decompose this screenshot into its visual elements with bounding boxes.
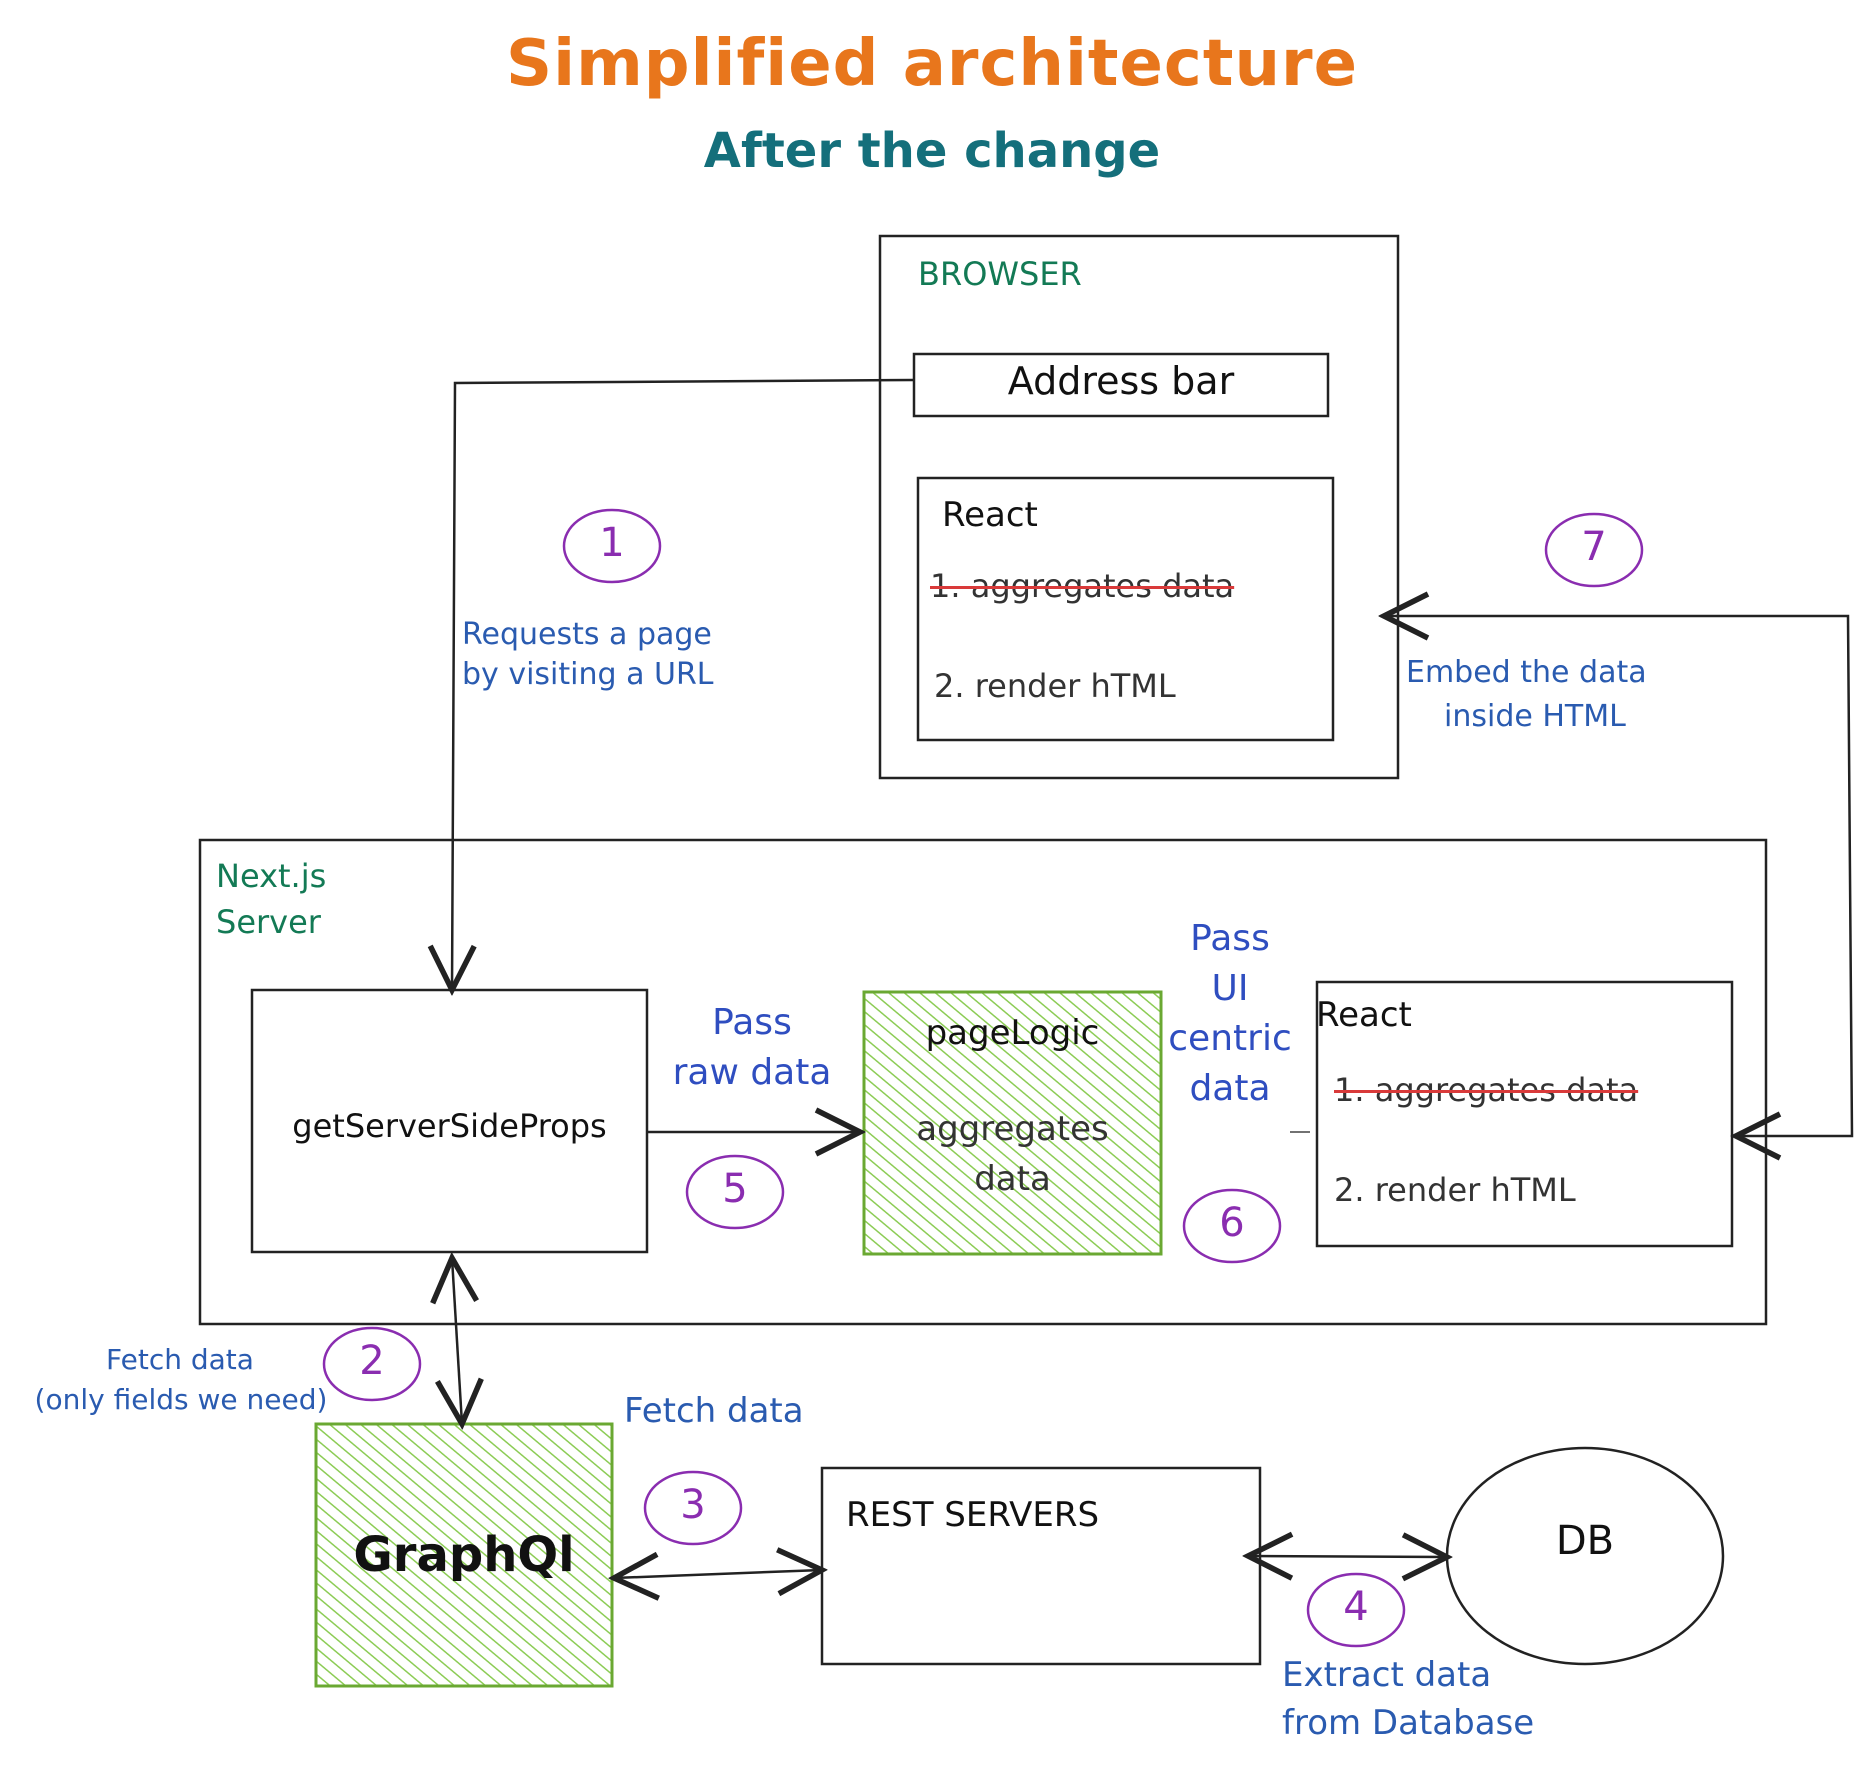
annotation-extract-line1: Extract data xyxy=(1282,1655,1492,1695)
annotation-embed-line2: inside HTML xyxy=(1444,699,1626,734)
annotation-fetch-gql-line1: Fetch data xyxy=(106,1343,254,1376)
arrow-graphql-rest xyxy=(614,1570,822,1578)
server-react-label: React xyxy=(1316,995,1412,1035)
db-label: DB xyxy=(1555,1518,1615,1564)
step-5-number: 5 xyxy=(722,1166,748,1212)
step-2-number: 2 xyxy=(359,1338,385,1384)
annotation-extract-line2: from Database xyxy=(1282,1703,1535,1743)
annotation-requests-line2: by visiting a URL xyxy=(462,657,714,692)
server-label-line2: Server xyxy=(216,903,321,941)
get-server-side-props-label: getServerSideProps xyxy=(292,1107,607,1145)
step-7-number: 7 xyxy=(1581,524,1607,570)
browser-label: BROWSER xyxy=(918,255,1082,293)
browser-react-label: React xyxy=(942,495,1038,535)
graphql-label: GraphQl xyxy=(353,1527,575,1583)
arrow-rest-db xyxy=(1248,1556,1447,1557)
arrow-request-url xyxy=(452,378,915,990)
annotation-pass-ui-line1: Pass xyxy=(1190,918,1270,959)
step-3-circle xyxy=(643,1470,743,1546)
annotation-pass-ui-line2: UI xyxy=(1211,968,1249,1009)
page-logic-box xyxy=(862,990,1163,1256)
page-logic-line2: data xyxy=(974,1159,1051,1199)
step-1-circle xyxy=(562,508,662,584)
annotation-requests-line1: Requests a page xyxy=(462,617,712,652)
step-6-circle xyxy=(1182,1188,1282,1264)
annotation-pass-ui-line3: centric xyxy=(1168,1018,1292,1059)
step-4-number: 4 xyxy=(1343,1584,1369,1630)
annotation-pass-raw-line2: raw data xyxy=(672,1052,832,1093)
step-5-circle xyxy=(685,1154,785,1230)
annotation-embed-line1: Embed the data xyxy=(1406,655,1647,690)
annotation-fetch-gql-line2: (only fields we need) xyxy=(34,1383,328,1416)
annotation-pass-raw-line1: Pass xyxy=(712,1002,792,1043)
step-1-number: 1 xyxy=(599,520,625,566)
step-7-circle xyxy=(1544,512,1644,588)
browser-react-item-2: 2. render hTML xyxy=(934,667,1176,705)
annotation-fetch-rest: Fetch data xyxy=(624,1391,804,1431)
server-label-line1: Next.js xyxy=(216,857,327,895)
server-react-item-1: 1. aggregates data xyxy=(1334,1071,1639,1109)
page-title: Simplified architecture xyxy=(506,27,1358,101)
step-4-circle xyxy=(1306,1572,1406,1648)
page-subtitle: After the change xyxy=(703,123,1161,179)
annotation-pass-ui-line4: data xyxy=(1189,1068,1271,1109)
rest-servers-label: REST SERVERS xyxy=(846,1495,1100,1535)
browser-react-item-1: 1. aggregates data xyxy=(930,567,1235,605)
page-logic-title: pageLogic xyxy=(925,1013,1100,1053)
arrow-gssp-graphql xyxy=(452,1258,462,1424)
graphql-box xyxy=(314,1422,614,1688)
arrow-embed-html xyxy=(1384,616,1854,1136)
page-logic-line1: aggregates xyxy=(916,1109,1109,1149)
browser-react-box xyxy=(916,476,1335,742)
address-bar-box xyxy=(912,352,1330,418)
step-3-number: 3 xyxy=(680,1482,706,1528)
browser-container xyxy=(878,234,1400,780)
address-bar-label: Address bar xyxy=(1007,359,1235,403)
step-2-circle xyxy=(322,1326,422,1402)
step-6-number: 6 xyxy=(1219,1200,1245,1246)
server-react-item-2: 2. render hTML xyxy=(1334,1171,1576,1209)
